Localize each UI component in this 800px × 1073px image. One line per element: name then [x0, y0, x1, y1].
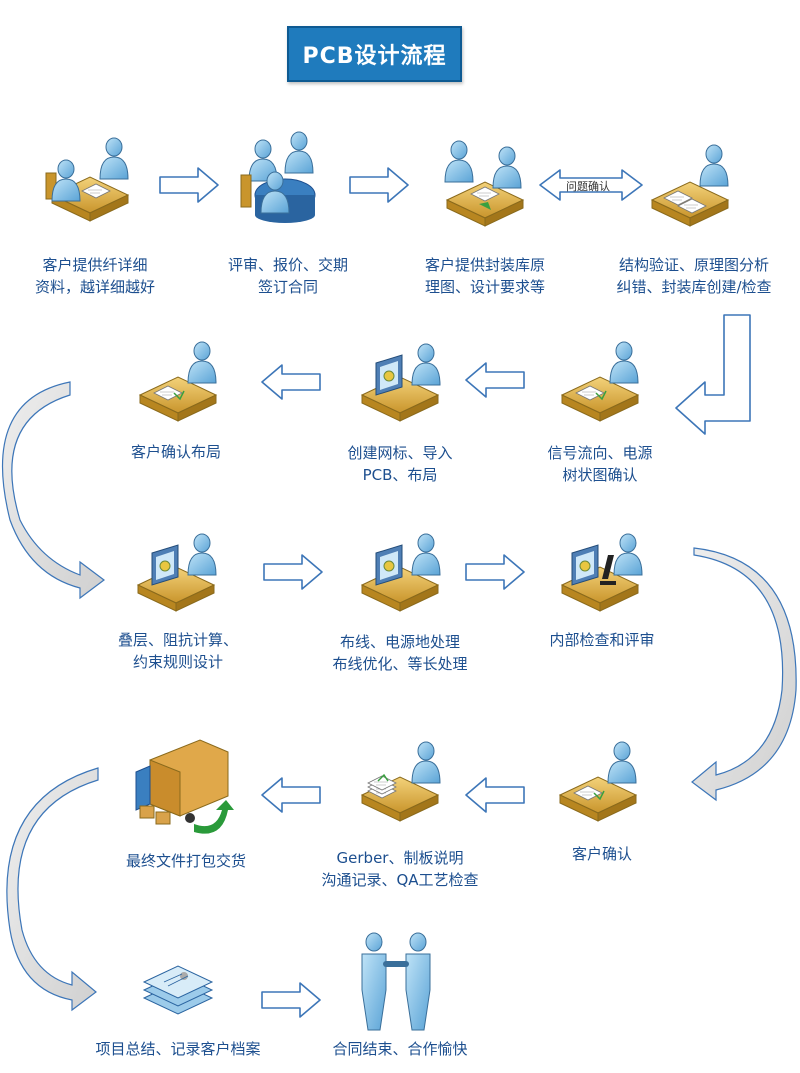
curve-arrow-7-8 [2, 381, 105, 600]
step-10-label: 内部检查和评审 [549, 631, 655, 649]
step-8-label: 叠层、阻抗计算、约束规则设计 [117, 631, 238, 671]
step-14-label: 项目总结、记录客户档案 [95, 1040, 261, 1058]
arrow-right-8-9 [263, 554, 323, 590]
step-7-label: 客户确认布局 [130, 443, 221, 461]
arrow-down-left-4-5 [675, 314, 751, 435]
round-table-meeting-icon [240, 131, 316, 223]
desk-drawing-icon [559, 741, 637, 822]
arrow-left-11-12 [465, 777, 525, 813]
delivery-truck-icon [135, 739, 234, 834]
archive-documents-icon [142, 965, 214, 1015]
arrow-double-3-4 [539, 169, 643, 201]
desk-review-icon [651, 144, 729, 227]
handshake-icon [361, 932, 431, 1031]
arrow-left-6-7 [261, 364, 321, 400]
page-title: PCB设计流程 [287, 26, 462, 82]
step-15-label: 合同结束、合作愉快 [332, 1040, 468, 1058]
step-3-label: 客户提供封装库原理图、设计要求等 [424, 256, 545, 296]
arrow-right-9-10 [465, 554, 525, 590]
arrow-note: 问题确认 [566, 180, 610, 193]
desk-drawing-icon [561, 341, 639, 422]
step-12-label: Gerber、制板说明沟通记录、QA工艺检查 [321, 849, 479, 889]
arrow-left-12-13 [261, 777, 321, 813]
computer-work-icon [361, 343, 441, 422]
document-handover-icon [444, 140, 524, 227]
computer-work-icon [361, 533, 441, 612]
arrow-right-14-15 [261, 982, 321, 1018]
arrow-right-1-2 [159, 167, 219, 203]
step-4-label: 结构验证、原理图分析纠错、封装库创建/检查 [616, 256, 772, 296]
microscope-inspection-icon [561, 533, 643, 612]
document-stack-icon [361, 741, 441, 822]
arrow-left-5-6 [465, 362, 525, 398]
step-13-label: 最终文件打包交货 [125, 852, 246, 870]
step-9-label: 布线、电源地处理布线优化、等长处理 [332, 633, 468, 673]
curve-arrow-13-14 [6, 767, 99, 1012]
meeting-icon [45, 137, 129, 222]
step-11-label: 客户确认 [571, 845, 632, 863]
computer-work-icon [137, 533, 217, 612]
arrow-right-2-3 [349, 167, 409, 203]
step-1-label: 客户提供纤详细资料，越详细越好 [34, 256, 155, 296]
step-2-label: 评审、报价、交期签订合同 [227, 256, 348, 296]
desk-drawing-icon [139, 341, 217, 422]
curve-arrow-10-11 [691, 547, 797, 802]
step-5-label: 信号流向、电源树状图确认 [547, 444, 653, 484]
